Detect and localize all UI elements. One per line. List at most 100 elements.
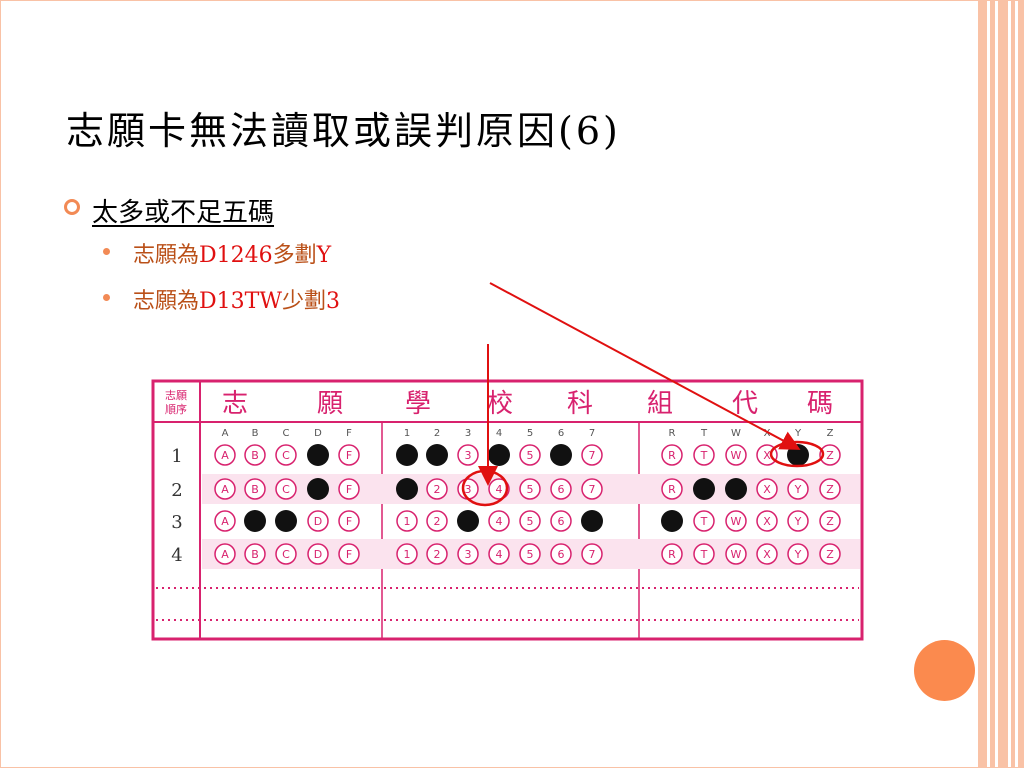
empty-bubble [338,478,360,500]
bubble-label: T [700,515,708,528]
bubble-label: X [763,449,771,462]
empty-bubble [661,478,683,500]
empty-bubble [661,444,683,466]
empty-bubble [519,444,541,466]
bubble-label: C [282,548,290,561]
bubble-label: F [346,515,352,528]
empty-bubble [396,510,418,532]
empty-bubble [693,444,715,466]
filled-bubble [396,444,418,466]
bubble-label: Z [826,449,834,462]
bubble-label: 2 [434,483,441,496]
bubble-label: W [731,515,742,528]
bubble-label: 4 [496,483,503,496]
card-column-label: 3 [465,428,471,439]
empty-bubble [519,478,541,500]
empty-bubble [550,543,572,565]
bubble-label: X [763,548,771,561]
bubble-label: 1 [404,515,411,528]
empty-bubble [550,510,572,532]
empty-bubble [338,543,360,565]
sub-bullet-2-text: 志願為D13TW少劃3 [133,289,340,314]
empty-bubble [819,543,841,565]
arrow-to-extra-y [489,282,801,450]
card-column-label: D [314,428,322,439]
empty-bubble [244,444,266,466]
empty-bubble [661,543,683,565]
filled-bubble [426,444,448,466]
card-column-label: C [283,428,290,439]
card-column-label: Z [827,428,834,439]
bubble-label: F [346,449,352,462]
filled-bubble [488,444,510,466]
card-column-label: X [764,428,771,439]
card-row-order: 1 [171,446,182,467]
filled-bubble [244,510,266,532]
card-column-label: 2 [434,428,440,439]
empty-bubble [725,444,747,466]
card-header-char: 代 [732,389,758,419]
empty-bubble [214,543,236,565]
empty-bubble [214,444,236,466]
bubble-label: T [700,449,708,462]
filled-bubble [725,478,747,500]
empty-bubble [787,510,809,532]
empty-bubble [426,510,448,532]
empty-bubble [756,478,778,500]
card-row-order: 2 [171,480,182,501]
bubble-label: F [346,548,352,561]
empty-bubble [693,510,715,532]
empty-bubble [214,478,236,500]
card-header-char: 碼 [807,389,833,419]
bubble-label: X [763,515,771,528]
filled-bubble [693,478,715,500]
filled-bubble [307,478,329,500]
card-column-label: R [669,428,676,439]
bubble-label: Y [794,515,802,528]
card-column-label: 6 [558,428,564,439]
bubble-label: 5 [527,548,534,561]
bubble-label: 7 [589,449,596,462]
empty-bubble [488,510,510,532]
empty-bubble [519,510,541,532]
empty-bubble [819,444,841,466]
circle-highlight-y [769,440,825,468]
bubble-label: B [251,548,259,561]
bubble-label: T [700,548,708,561]
empty-bubble [581,478,603,500]
bubble-label: 6 [558,548,565,561]
bubble-label: X [763,483,771,496]
empty-bubble [426,478,448,500]
empty-bubble [819,478,841,500]
empty-bubble [214,510,236,532]
empty-bubble [244,478,266,500]
empty-bubble [275,444,297,466]
card-header-char: 科 [567,389,593,419]
bubble-label: R [668,548,676,561]
card-row-order: 3 [171,512,182,533]
main-bullet-text: 太多或不足五碼 [92,198,275,228]
bubble-label: R [668,483,676,496]
bubble-label: 1 [404,548,411,561]
circle-highlight-3 [461,469,509,507]
empty-bubble [819,510,841,532]
card-header-char: 校 [487,389,513,419]
empty-bubble [756,543,778,565]
empty-bubble [725,543,747,565]
bubble-label: D [314,515,322,528]
empty-bubble [488,543,510,565]
empty-bubble [244,543,266,565]
bubble-label: C [282,483,290,496]
bubble-label: 3 [465,449,472,462]
bubble-label: 5 [527,483,534,496]
filled-bubble [396,478,418,500]
bubble-label: Z [826,515,834,528]
bubble-label: A [221,449,229,462]
empty-bubble [756,510,778,532]
bubble-label: W [731,548,742,561]
bubble-label: F [346,483,352,496]
empty-bubble [426,543,448,565]
bubble-label: C [282,449,290,462]
bullet-dot-icon [103,294,110,301]
